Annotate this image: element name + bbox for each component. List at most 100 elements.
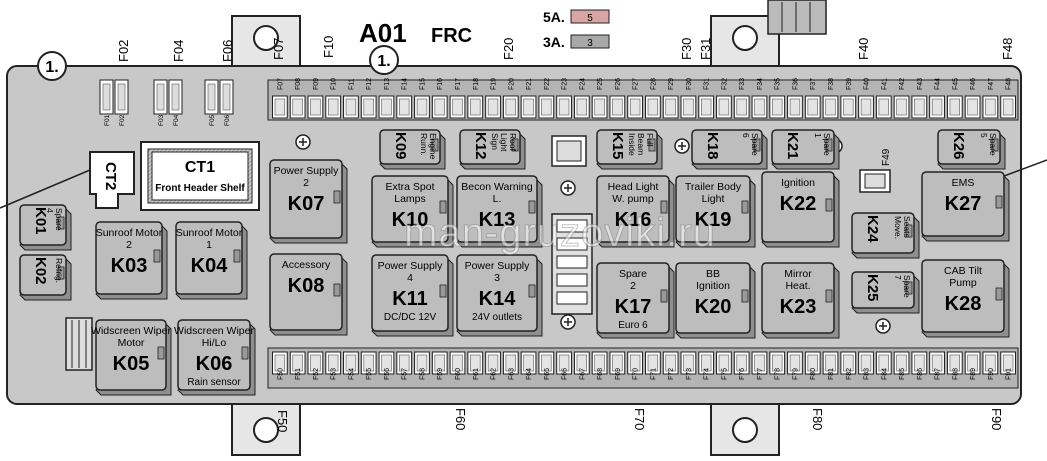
fuse-F81: F81 [822, 351, 839, 380]
fuse-F90: F90 [982, 351, 999, 380]
fuse-f49: F49 [859, 148, 892, 193]
relay-label: 3 [494, 272, 500, 284]
relay-label: 2 [303, 177, 309, 189]
relay-label: Spare [54, 208, 64, 231]
relay-code: K28 [945, 293, 982, 315]
fuse-F87: F87 [929, 351, 945, 380]
fuse-label: F47 [988, 78, 995, 90]
relay-code: K02 [32, 257, 49, 285]
fuse-label: F73 [686, 368, 693, 380]
relay-label: Roof [508, 133, 518, 152]
svg-text:F04: F04 [171, 40, 186, 62]
small-fuse-f01: F01 [99, 79, 114, 126]
fuse-label: F65 [544, 368, 551, 380]
fuse-label: F12 [366, 78, 373, 90]
svg-text:F03: F03 [158, 114, 165, 126]
svg-text:F70: F70 [632, 408, 647, 430]
relay-label: Power Supply [378, 260, 444, 272]
relay-label: W. pump [612, 193, 654, 205]
fuse-label: F10 [331, 78, 338, 90]
svg-text:F05: F05 [209, 114, 216, 126]
svg-text:CT2: CT2 [102, 162, 119, 190]
legend: 5A. 5 3A. 3 [543, 9, 610, 50]
fuse-label: F39 [846, 78, 853, 90]
relay-label: Spare [619, 268, 647, 280]
relay-code: K17 [615, 296, 652, 318]
fuse-label: F53 [331, 368, 338, 380]
fuse-label: F70 [633, 368, 640, 380]
fuse-label: F14 [402, 78, 409, 90]
fuse-F84: F84 [875, 351, 892, 380]
relay-sublabel: DC/DC 12V [384, 312, 437, 323]
relay-code: K09 [392, 132, 409, 160]
fuse-label: F79 [792, 368, 799, 380]
fuse-label: F84 [881, 368, 888, 380]
fuse-label: F29 [668, 78, 675, 90]
leader-line-left [0, 169, 91, 209]
relay-code: K22 [780, 193, 817, 215]
fuse-F64: F64 [520, 351, 537, 380]
svg-text:F07: F07 [271, 38, 286, 60]
svg-text:F10: F10 [321, 36, 336, 58]
fuse-F14: F14 [396, 78, 413, 119]
svg-text:F90: F90 [989, 408, 1004, 430]
fuse-label: F17 [455, 78, 462, 90]
fuse-label: F55 [366, 368, 373, 380]
relay-sublabel: 24V outlets [472, 312, 522, 323]
fuse-F67: F67 [573, 351, 590, 380]
fuse-label: F35 [775, 78, 782, 90]
relay-label: Inside [627, 133, 637, 156]
small-fuse-f04: F04 [168, 79, 183, 126]
fuse-F82: F82 [840, 351, 857, 380]
fuse-label: F07 [277, 78, 284, 90]
fuse-label: F74 [704, 368, 711, 380]
relay-code: K20 [695, 296, 732, 318]
fuse-label: F75 [721, 368, 728, 380]
fuse-label: F20 [508, 78, 515, 90]
fuse-F28: F28 [645, 78, 661, 119]
relay-label: Beam [636, 133, 646, 155]
relay-k02: K02 Refrig. [19, 254, 72, 301]
relay-code: K10 [392, 209, 429, 231]
small-fuse-f06: F06 [219, 79, 234, 126]
relay-label: Full [645, 133, 655, 147]
fuse-F40: F40 [858, 78, 874, 119]
fuse-label: F82 [846, 368, 853, 380]
harness-plug [767, 0, 827, 35]
center-fuse-holder [551, 135, 593, 315]
fuse-F17: F17 [449, 78, 466, 119]
fuse-label: F37 [810, 78, 817, 90]
fuse-F72: F72 [662, 351, 679, 380]
fuse-label: F34 [757, 78, 764, 90]
relay-label: Sunroof Motor [96, 227, 163, 239]
fuse-label: F56 [384, 368, 391, 380]
legend-label-5a: 5A. [543, 9, 565, 25]
fuse-F45: F45 [946, 78, 963, 119]
fuse-label: F80 [810, 368, 817, 380]
fuse-F51: F51 [289, 351, 306, 380]
circle-marker-center: 1. [369, 45, 399, 75]
top-fuse-group-labels: F02 F04 F06 F07 F10 F20 F30 F31 F40 F48 [116, 36, 1015, 62]
fuse-F50: F50 [272, 351, 288, 380]
fuse-label: F76 [739, 368, 746, 380]
fuse-F48: F48 [1000, 78, 1017, 119]
fuse-F74: F74 [698, 351, 715, 380]
fuse-label: F41 [881, 78, 888, 90]
fuse-F52: F52 [307, 351, 324, 380]
fuse-F44: F44 [929, 78, 945, 119]
svg-text:F80: F80 [810, 408, 825, 430]
relay-label: Refrig. [54, 258, 64, 283]
fuse-F42: F42 [893, 78, 910, 119]
fuse-label: F11 [348, 78, 355, 90]
